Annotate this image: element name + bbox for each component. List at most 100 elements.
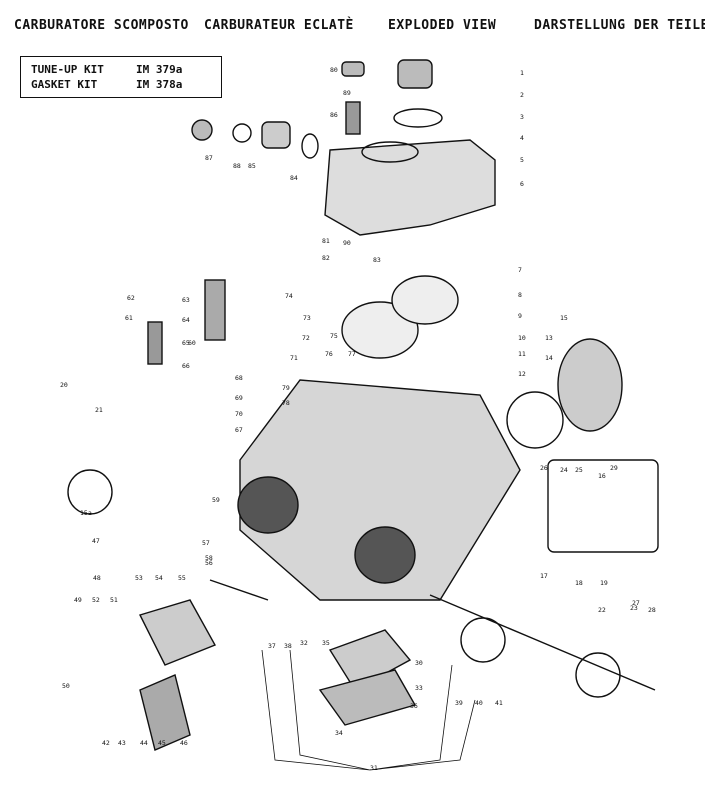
part-label: 20: [60, 381, 68, 389]
part-label: 64: [182, 316, 190, 324]
return-spring: [209, 579, 269, 601]
part-label: 42: [102, 739, 110, 747]
part-label: 89: [343, 89, 351, 97]
part-label: 61: [125, 314, 133, 322]
part-label: 5: [520, 156, 524, 164]
part-label: 45: [158, 739, 166, 747]
part-label: 8: [518, 291, 522, 299]
part-label: 37: [268, 642, 276, 650]
part-label: 90: [343, 239, 351, 247]
part-label: 35: [322, 639, 330, 647]
part-label: 14: [545, 354, 553, 362]
choke-tube-a: [341, 301, 419, 359]
part-label: 53: [135, 574, 143, 582]
part-label: 40: [475, 699, 483, 707]
part-label: 39: [455, 699, 463, 707]
air-horn: [557, 338, 623, 432]
part-label: 7: [518, 266, 522, 274]
part-label: 36: [410, 702, 418, 710]
part-label: 19: [600, 579, 608, 587]
pump-rod-64: [204, 279, 226, 341]
inset-box: [547, 459, 659, 553]
banjo-89: [261, 121, 291, 149]
throttle-shaft: [429, 594, 656, 691]
part-label: 73: [303, 314, 311, 322]
part-label: 49: [74, 596, 82, 604]
part-label: 24: [560, 466, 568, 474]
part-label: 79: [282, 384, 290, 392]
part-label: 15a: [80, 509, 92, 517]
part-label: 87: [205, 154, 213, 162]
kit-box: TUNE-UP KIT IM 379a GASKET KIT IM 378a: [20, 56, 222, 98]
part-label: 27: [632, 599, 640, 607]
pump-cover: [139, 599, 216, 666]
part-label: 52: [92, 596, 100, 604]
cover-ring: [393, 108, 443, 128]
part-label: 68: [235, 374, 243, 382]
air-horn-ring: [506, 391, 564, 449]
part-label: 29: [610, 464, 618, 472]
part-label: 21: [95, 406, 103, 414]
throttle-disc-a: [460, 617, 506, 663]
throttle-disc-b: [575, 652, 621, 698]
part-label: 25: [575, 466, 583, 474]
cover-gasket: [361, 141, 419, 163]
part-label: 43: [118, 739, 126, 747]
part-label: 51: [110, 596, 118, 604]
part-label: 28: [648, 606, 656, 614]
part-label: 82: [322, 254, 330, 262]
part-label: 18: [575, 579, 583, 587]
bowl-cover: [328, 629, 412, 691]
filter-plug: [341, 61, 365, 77]
gasket-plate: [139, 674, 191, 751]
main-body: [239, 379, 521, 601]
choke-tube-b: [391, 275, 459, 325]
part-label: 33: [415, 684, 423, 692]
part-label: 22: [598, 606, 606, 614]
part-label: 60: [188, 339, 196, 347]
part-label: 47: [92, 537, 100, 545]
part-label: 48: [93, 574, 101, 582]
spring-60: [147, 321, 163, 365]
part-label: 76: [325, 350, 333, 358]
part-label: 74: [285, 292, 293, 300]
bore-left: [237, 476, 299, 534]
part-label: 65: [182, 339, 190, 347]
bowl-plate: [318, 669, 417, 726]
part-label: 55: [178, 574, 186, 582]
header-italian: CARBURATORE SCOMPOSTO: [14, 18, 189, 33]
kit-name: TUNE-UP KIT: [31, 63, 104, 76]
part-label: 71: [290, 354, 298, 362]
part-label: 34: [335, 729, 343, 737]
part-label: 46: [180, 739, 188, 747]
part-label: 6: [520, 180, 524, 188]
washer-84: [301, 133, 319, 159]
part-label: 88: [233, 162, 241, 170]
part-label: 83: [373, 256, 381, 264]
part-label: 13: [545, 334, 553, 342]
part-label: 59: [212, 496, 220, 504]
bore-right: [354, 526, 416, 584]
part-label: 77: [348, 350, 356, 358]
part-label: 56: [205, 559, 213, 567]
part-label: 86: [330, 111, 338, 119]
part-label: 41: [495, 699, 503, 707]
part-label: 44: [140, 739, 148, 747]
part-label: 62: [127, 294, 135, 302]
diagram-parts: [67, 59, 659, 771]
nut-87: [191, 119, 213, 141]
kit-code: IM 378a: [136, 78, 183, 91]
inset-circle: [67, 469, 113, 515]
part-label: 66: [182, 362, 190, 370]
header-french: CARBURATEUR ECLATÈ: [204, 18, 354, 33]
part-label: 58: [205, 554, 213, 562]
part-label: 50: [62, 682, 70, 690]
part-label: 1: [520, 69, 524, 77]
part-label: 78: [282, 399, 290, 407]
part-label: 12: [518, 370, 526, 378]
part-label: 9: [518, 312, 522, 320]
part-label: 15: [560, 314, 568, 322]
part-label: 54: [155, 574, 163, 582]
